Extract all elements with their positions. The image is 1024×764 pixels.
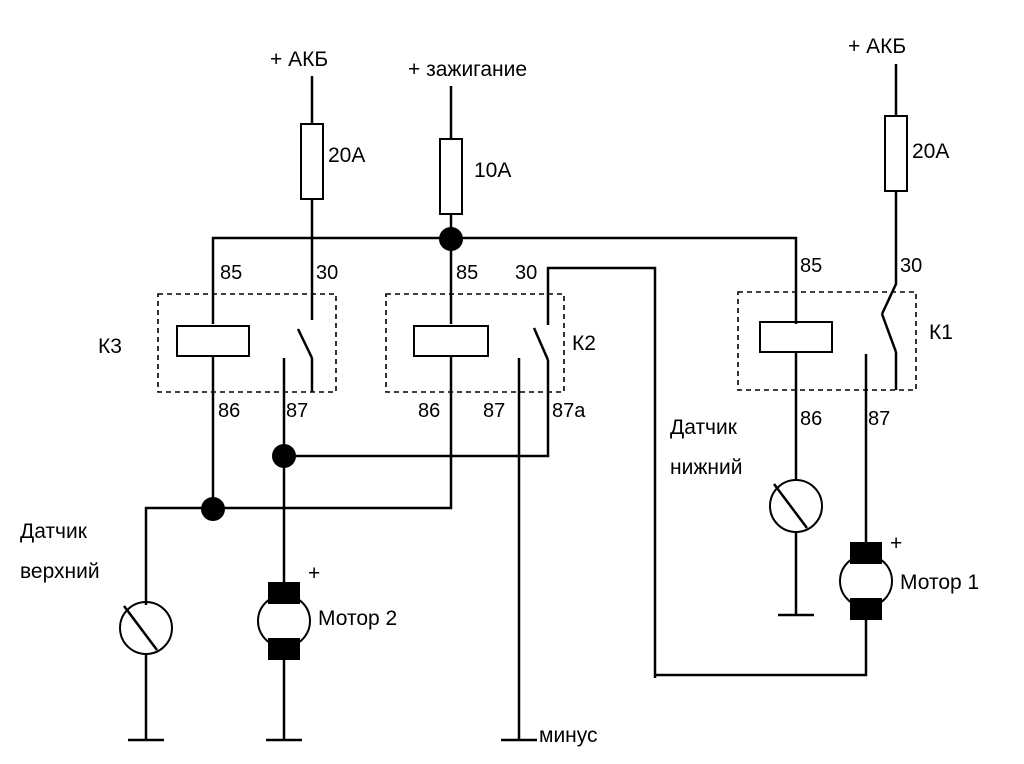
lower-sensor-label-line1: Датчик <box>670 416 738 439</box>
motor1-label: Мотор 1 <box>900 571 979 594</box>
junction-sensor <box>201 497 225 521</box>
relay-k1-box <box>737 291 917 391</box>
akb-right-label: + АКБ <box>848 35 906 58</box>
fuse-left-label: 20А <box>328 144 365 167</box>
fuse-left <box>300 123 324 200</box>
relay-k1-name: К1 <box>929 321 953 344</box>
relay-k3-coil <box>176 325 250 357</box>
k2-pin87a: 87а <box>552 400 586 422</box>
ignition-bus <box>211 236 798 324</box>
k1-pin87: 87 <box>868 408 890 430</box>
k3-pin87: 87 <box>286 400 308 422</box>
k2-pin30-wire <box>546 266 657 678</box>
k2-contact <box>532 327 550 361</box>
k1-pin86: 86 <box>800 408 822 430</box>
k3-pin86: 86 <box>218 400 240 422</box>
relay-k3-box <box>157 293 337 393</box>
upper-sensor-label-line2: верхний <box>20 560 100 583</box>
k1-pin85: 85 <box>800 255 822 277</box>
junction-motor2 <box>272 444 296 468</box>
minus-label: минус <box>539 724 598 747</box>
motor2-label: Мотор 2 <box>318 607 397 630</box>
k2-pin87a-wire <box>284 360 550 458</box>
motor1-terminal-bottom <box>850 598 882 620</box>
relay-k2-box <box>385 293 565 393</box>
motor1-return-wire <box>655 620 868 677</box>
fuse-middle-label: 10А <box>474 159 511 182</box>
k1-contact <box>880 313 898 353</box>
fuse-right <box>884 115 908 192</box>
motor2-terminal-top <box>268 582 300 604</box>
upper-sensor-label-line1: Датчик <box>20 520 88 543</box>
relay-k2-coil <box>413 325 489 357</box>
k2-pin86: 86 <box>418 400 440 422</box>
k3-contact <box>296 328 314 359</box>
k3-pin85: 85 <box>220 262 242 284</box>
motor2-plus: + <box>308 562 320 585</box>
k1-pin30-wire <box>880 191 898 315</box>
ignition-label: + зажигание <box>408 58 527 81</box>
upper-sensor-switch <box>123 605 158 651</box>
fuse-right-label: 20А <box>912 140 949 163</box>
lower-sensor-label-line2: нижний <box>670 456 742 479</box>
k3-pin30: 30 <box>316 262 338 284</box>
junction-ignition <box>439 227 463 251</box>
k2-pin30: 30 <box>515 262 537 284</box>
akb-left-label: + АКБ <box>270 48 328 71</box>
motor1-plus: + <box>890 532 902 555</box>
k1-pin30: 30 <box>900 255 922 277</box>
relay-k2-name: К2 <box>572 332 596 355</box>
k2-pin87: 87 <box>483 400 505 422</box>
k2-pin85: 85 <box>456 262 478 284</box>
motor2-terminal-bottom <box>268 638 300 660</box>
relay-k1-coil <box>759 321 833 353</box>
coil86-sensor-wire <box>144 356 453 605</box>
fuse-middle <box>439 138 463 215</box>
motor1-terminal-top <box>850 542 882 564</box>
relay-k3-name: К3 <box>98 335 122 358</box>
lower-sensor-switch <box>773 483 808 529</box>
